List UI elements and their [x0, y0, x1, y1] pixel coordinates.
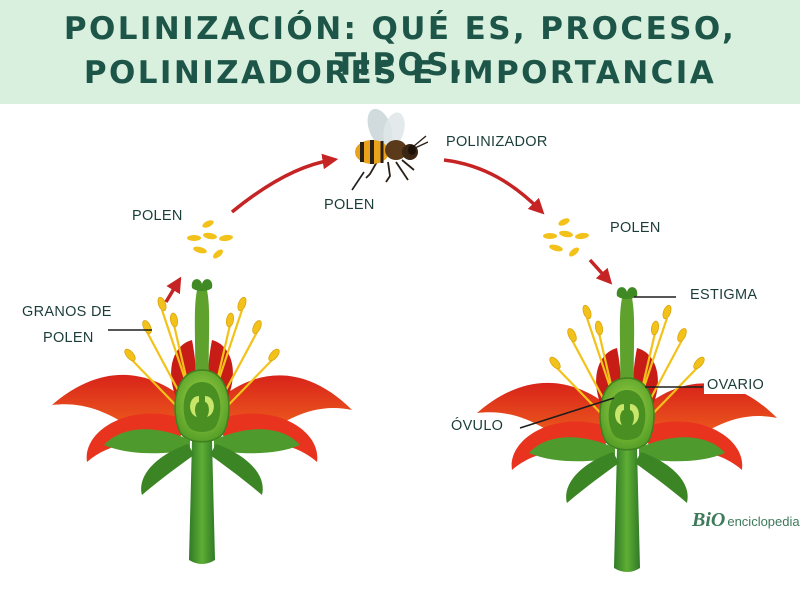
- arrow-up-from-flower: [164, 276, 182, 303]
- title-line-2: POLINIZADORES E IMPORTANCIA: [83, 55, 717, 91]
- pollen-grains-right: [543, 216, 590, 259]
- label-polen-right: POLEN: [610, 220, 661, 236]
- arrow-from-pollinator: [443, 158, 545, 215]
- title-line-1: POLINIZACIÓN: QUÉ ES, PROCESO, TIPOS,: [63, 11, 737, 83]
- title-banner: POLINIZACIÓN: QUÉ ES, PROCESO, TIPOS, PO…: [0, 0, 800, 104]
- donor-flower: [50, 277, 354, 566]
- pointer-ovulo: [519, 397, 615, 429]
- arrow-to-pollinator: [230, 153, 339, 214]
- bee-icon: [355, 108, 429, 183]
- label-ovario: OVARIO: [704, 376, 768, 394]
- label-granos-line1: GRANOS DE: [22, 304, 112, 320]
- logo-text: enciclopedia: [727, 514, 800, 529]
- pointer-polen-bee: [351, 171, 365, 191]
- pollen-grains-left: [187, 218, 234, 261]
- label-polen-bee: POLEN: [324, 197, 375, 213]
- label-ovulo: ÓVULO: [451, 418, 504, 434]
- label-estigma: ESTIGMA: [690, 287, 758, 303]
- arrow-to-stigma: [588, 258, 613, 285]
- label-granos-line2: POLEN: [43, 330, 94, 346]
- label-polen-left: POLEN: [132, 208, 183, 224]
- label-polinizador: POLINIZADOR: [446, 134, 548, 150]
- logo-mark: BiO: [692, 509, 726, 531]
